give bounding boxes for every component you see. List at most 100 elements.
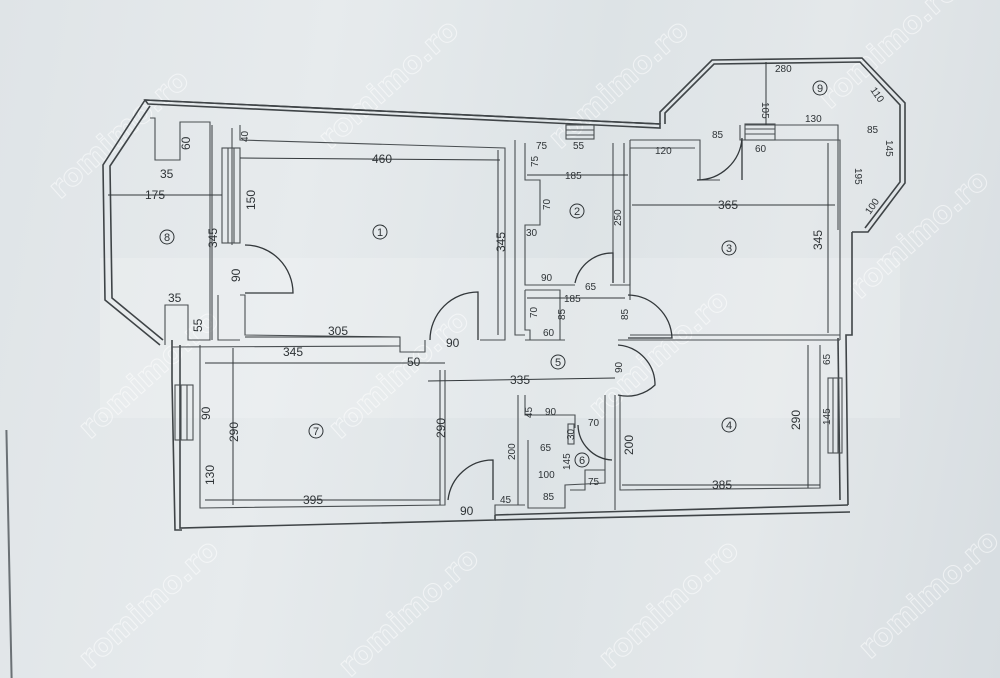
dim-label: 90 <box>460 504 474 518</box>
dim-label: 70 <box>588 418 600 429</box>
dim-label: 30 <box>526 228 538 239</box>
room-marker-1: 1 <box>372 224 388 240</box>
dim-label: 30 <box>566 428 577 440</box>
dim-label: 145 <box>883 140 894 157</box>
dim-label: 105 <box>759 102 770 119</box>
svg-text:9: 9 <box>817 83 823 95</box>
door-arc-room4 <box>617 344 656 397</box>
dim-label: 40 <box>240 130 251 142</box>
dim-label: 120 <box>655 146 672 157</box>
dim-label: 55 <box>573 141 585 152</box>
dim-label: 290 <box>789 410 803 430</box>
svg-text:5: 5 <box>555 357 561 369</box>
room-markers: 1 2 3 4 5 6 7 8 <box>159 80 828 468</box>
dim-label: 90 <box>199 406 213 420</box>
dim-label: 385 <box>712 478 732 492</box>
dim-label: 145 <box>562 453 573 470</box>
dim-label: 145 <box>822 408 833 425</box>
dim-label: 60 <box>755 144 767 155</box>
door-arc-room6 <box>577 424 613 461</box>
door-arc-room9 <box>696 137 743 181</box>
svg-text:2: 2 <box>574 206 580 218</box>
dim-label: 280 <box>775 64 792 75</box>
svg-text:1: 1 <box>377 227 383 239</box>
dim-label: 85 <box>557 308 568 320</box>
dim-label: 195 <box>852 168 863 185</box>
doors <box>244 137 743 501</box>
watermark: romimo.ro <box>542 12 696 156</box>
dim-label: 175 <box>145 188 165 202</box>
dim-label: 45 <box>524 406 535 418</box>
svg-text:7: 7 <box>313 426 319 438</box>
dim-label: 75 <box>536 141 548 152</box>
door-arc-room7 <box>447 459 494 501</box>
room-marker-7: 7 <box>308 423 324 439</box>
dim-label: 305 <box>328 324 348 338</box>
svg-text:3: 3 <box>726 243 732 255</box>
dim-label: 185 <box>565 171 582 182</box>
dim-label: 110 <box>868 85 886 105</box>
watermark: romimo.ro <box>852 522 1000 666</box>
dim-label: 45 <box>500 495 512 506</box>
dim-label: 345 <box>494 232 508 252</box>
dim-label: 75 <box>588 477 600 488</box>
dim-label: 365 <box>718 198 738 212</box>
watermark: romimo.ro <box>312 12 466 156</box>
door-arc-room8 <box>244 244 294 294</box>
dim-label: 65 <box>585 282 597 293</box>
dim-label: 35 <box>160 167 174 181</box>
door-arc-room3 <box>627 294 673 339</box>
door-arc-room2 <box>574 252 614 284</box>
room-marker-9: 9 <box>812 80 828 96</box>
dim-label: 35 <box>168 291 182 305</box>
dim-label: 335 <box>510 373 530 387</box>
room-marker-3: 3 <box>721 240 737 256</box>
dim-label: 75 <box>530 155 541 167</box>
interior-walls <box>164 123 843 515</box>
room-marker-8: 8 <box>159 229 175 245</box>
dim-label: 90 <box>541 273 553 284</box>
dim-label: 85 <box>543 492 555 503</box>
door-arc-room1 <box>429 291 479 341</box>
dim-label: 345 <box>811 230 825 250</box>
room-marker-4: 4 <box>721 417 737 433</box>
dim-label: 345 <box>283 345 303 359</box>
dim-label: 345 <box>206 228 220 248</box>
dim-label: 185 <box>564 294 581 305</box>
dim-label: 65 <box>540 443 552 454</box>
dim-label: 90 <box>229 268 243 282</box>
outer-walls <box>102 57 906 531</box>
dim-label: 60 <box>179 136 193 150</box>
svg-text:6: 6 <box>579 455 585 467</box>
dim-label: 85 <box>867 125 879 136</box>
dim-label: 85 <box>620 308 631 320</box>
room-marker-6: 6 <box>574 452 590 468</box>
dim-label: 90 <box>545 407 557 418</box>
dim-label: 50 <box>407 355 421 369</box>
dimension-labels: 35 60 175 345 150 90 35 55 40 460 345 30… <box>145 64 894 518</box>
watermark: romimo.ro <box>592 532 746 676</box>
dim-label: 150 <box>244 190 258 210</box>
dim-label: 395 <box>303 493 323 507</box>
watermark: romimo.ro <box>842 162 996 306</box>
dim-label: 130 <box>805 114 822 125</box>
dim-label: 290 <box>434 418 448 438</box>
dim-label: 70 <box>542 198 553 210</box>
dimension-lines <box>108 62 835 505</box>
svg-text:4: 4 <box>726 420 732 432</box>
dim-label: 55 <box>191 318 205 332</box>
dim-label: 90 <box>446 336 460 350</box>
dim-label: 60 <box>543 328 555 339</box>
room-marker-2: 2 <box>569 203 585 219</box>
svg-text:8: 8 <box>164 232 170 244</box>
dim-label: 100 <box>538 470 555 481</box>
dim-label: 460 <box>372 152 392 166</box>
dim-label: 290 <box>227 422 241 442</box>
dim-label: 85 <box>712 130 724 141</box>
room-marker-5: 5 <box>550 354 566 370</box>
watermark: romimo.ro <box>42 62 196 206</box>
dim-label: 200 <box>507 443 518 460</box>
watermark: romimo.ro <box>332 540 486 678</box>
watermark: romimo.ro <box>72 532 226 676</box>
